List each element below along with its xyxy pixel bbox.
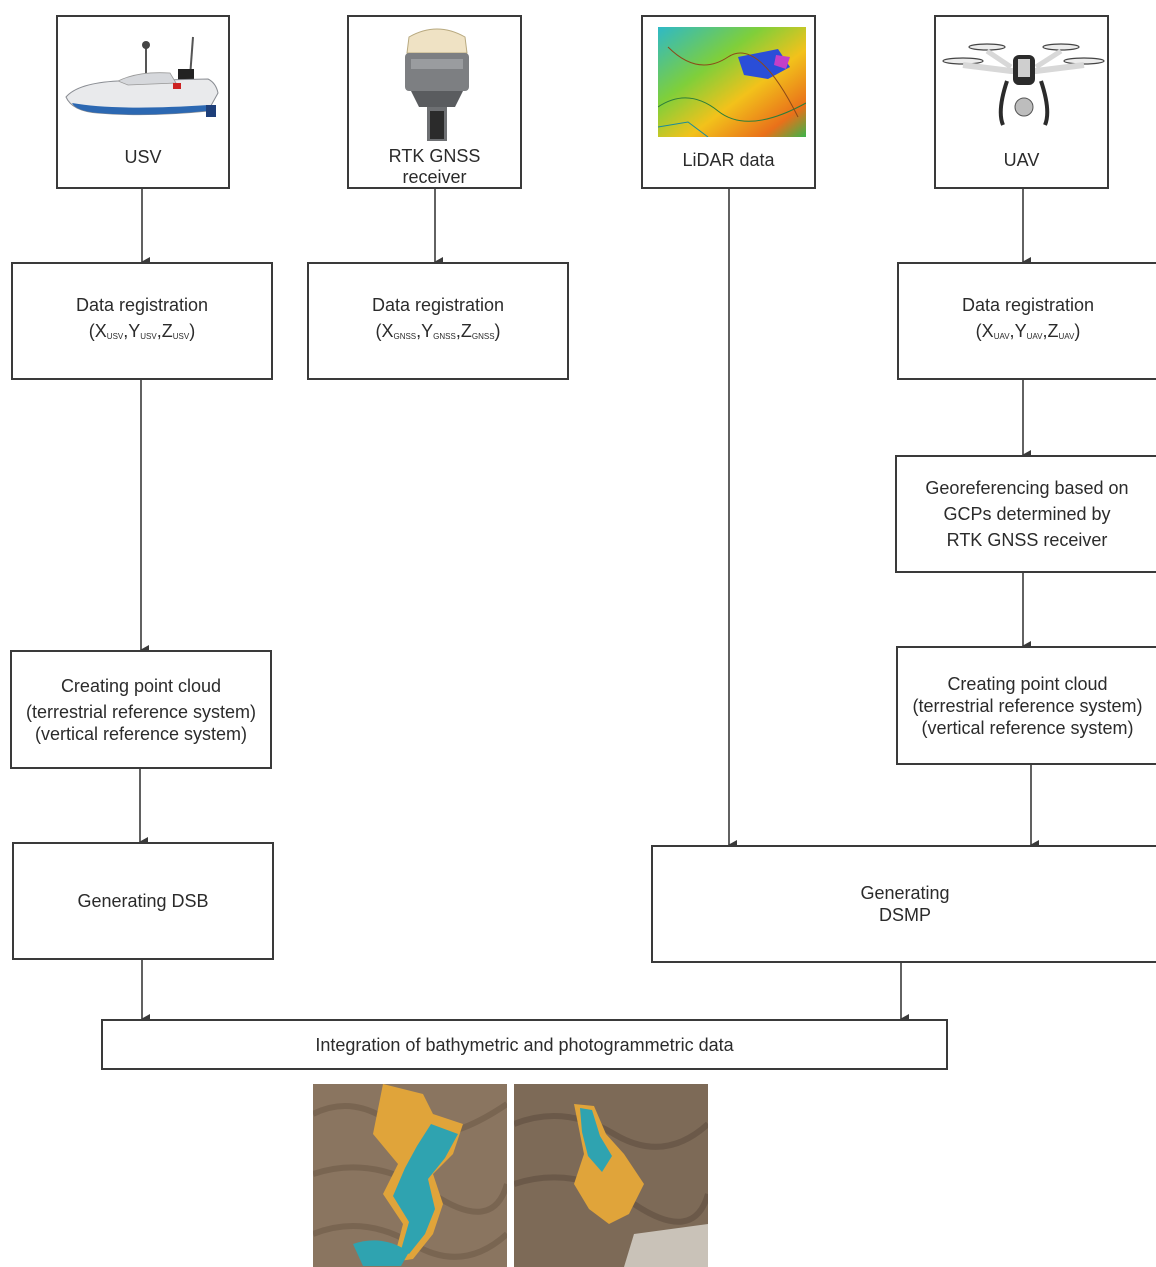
usv-pointcloud-box: Creating point cloud (terrestrial refere… <box>10 650 272 769</box>
integration-box: Integration of bathymetric and photogram… <box>101 1019 948 1070</box>
usv-registration-coords: (XUSV,YUSV,ZUSV) <box>88 321 196 341</box>
uav-registration-coords: (XUAV,YUAV,ZUAV) <box>975 321 1081 341</box>
uav-registration-title: Data registration <box>961 295 1095 315</box>
usv-pointcloud-line3: (vertical reference system) <box>34 723 248 744</box>
drone-icon <box>942 43 1105 126</box>
uav-pointcloud-line2: (terrestrial reference system) <box>912 695 1143 716</box>
uav-label: UAV <box>1003 150 1040 170</box>
uav-registration-box: Data registration (XUAV,YUAV,ZUAV) <box>897 262 1156 380</box>
gnss-registration-title: Data registration <box>371 295 505 315</box>
gnss-label-line1: RTK GNSS <box>388 146 481 166</box>
usv-registration-title: Data registration <box>75 295 209 315</box>
lidar-map-icon <box>658 27 806 137</box>
integration-label: Integration of bathymetric and photogram… <box>315 1034 734 1055</box>
dsb-box: Generating DSB <box>12 842 274 960</box>
uav-source-box: UAV <box>934 15 1109 189</box>
reservoir-map-left-image <box>313 1084 507 1267</box>
dsmp-box: Generating DSMP <box>651 845 1156 963</box>
gnss-registration-box: Data registration (XGNSS,YGNSS,ZGNSS) <box>307 262 569 380</box>
uav-pointcloud-line1: Creating point cloud <box>947 673 1108 694</box>
gnss-label-line2: receiver <box>402 167 467 187</box>
usv-boat-icon <box>65 36 219 117</box>
dsb-label: Generating DSB <box>77 891 209 911</box>
lidar-label: LiDAR data <box>682 150 775 170</box>
gnss-source-box: RTK GNSS receiver <box>347 15 522 189</box>
georef-line1: Georeferencing based on <box>925 478 1129 498</box>
reservoir-map-right-image <box>514 1084 708 1267</box>
gnss-registration-coords: (XGNSS,YGNSS,ZGNSS) <box>375 321 501 341</box>
usv-registration-box: Data registration (XUSV,YUSV,ZUSV) <box>11 262 273 380</box>
lidar-source-box: LiDAR data <box>641 15 816 189</box>
usv-pointcloud-line2: (terrestrial reference system) <box>25 701 257 722</box>
georef-line2: GCPs determined by <box>943 504 1111 524</box>
result-map-right <box>514 1084 708 1267</box>
dsmp-line2: DSMP <box>878 905 931 925</box>
georeferencing-box: Georeferencing based on GCPs determined … <box>895 455 1156 573</box>
gnss-receiver-icon <box>405 28 469 141</box>
usv-source-box: USV <box>56 15 230 189</box>
georef-line3: RTK GNSS receiver <box>946 530 1108 550</box>
uav-pointcloud-line3: (vertical reference system) <box>921 717 1134 738</box>
uav-pointcloud-box: Creating point cloud (terrestrial refere… <box>896 646 1156 765</box>
result-map-left <box>313 1084 507 1267</box>
dsmp-line1: Generating <box>860 883 950 903</box>
usv-pointcloud-line1: Creating point cloud <box>60 675 222 696</box>
usv-label: USV <box>124 147 162 167</box>
